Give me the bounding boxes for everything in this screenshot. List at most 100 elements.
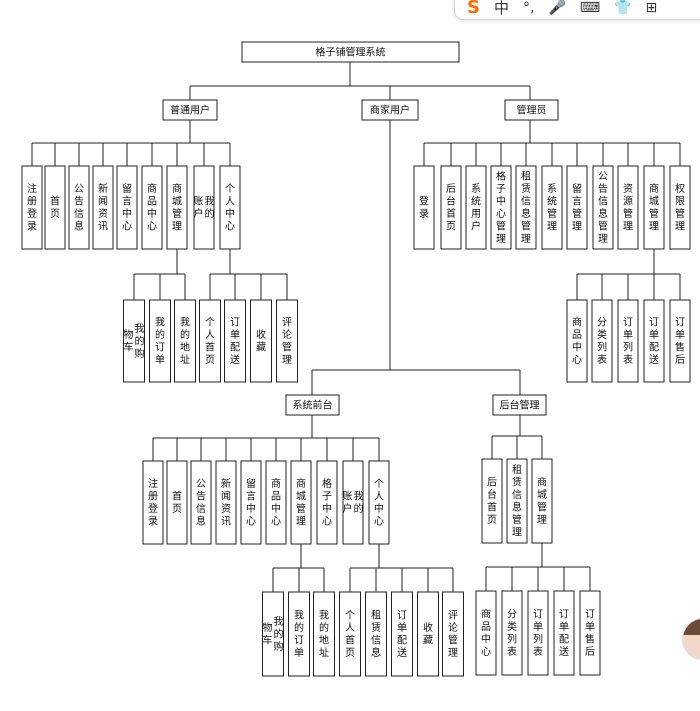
front-personal-2-label: 订单配送 (397, 610, 407, 660)
admin-module-7-label: 公告信息管理 (598, 172, 608, 246)
merchant-front-label: 系统前台 (293, 399, 333, 412)
user-mall-2: 我的地址 (174, 299, 196, 383)
front-module-2-label: 公告信息 (196, 479, 206, 528)
user-module-4-label: 留言中心 (122, 182, 132, 233)
admin-module-9-label: 商城管理 (649, 182, 659, 233)
front-module-3: 新闻资讯 (215, 460, 237, 545)
root-node: 格子铺管理系统 (241, 41, 460, 63)
front-mall-1: 我的订单 (288, 591, 310, 677)
user-module-8-label: 个人中心 (225, 183, 235, 233)
front-personal-0-label: 个人首页 (345, 610, 355, 660)
front-mall-0-label: 我的购物车 (263, 616, 284, 653)
merchant-back: 后台管理 (492, 394, 547, 416)
front-module-0-label: 注册登录 (148, 477, 158, 528)
user-mall-1: 我的订单 (149, 299, 171, 383)
back-module-2-label: 商城管理 (537, 476, 547, 527)
back-mall-4: 订单售后 (579, 590, 601, 676)
user-personal-3: 评论管理 (276, 299, 298, 383)
ime-toolbar: S 中 °, 🎤 ⌨ 👕 ⊞ (454, 0, 700, 20)
admin-module-8: 资源管理 (617, 165, 639, 250)
user-module-5-label: 商品中心 (147, 182, 157, 233)
microphone-icon[interactable]: 🎤 (548, 0, 566, 16)
front-module-7-label: 格子中心 (322, 477, 332, 528)
back-mall-1: 分类列表 (501, 590, 523, 676)
role-user-label: 普通用户 (170, 104, 210, 117)
admin-module-4-label: 租赁信息管理 (521, 170, 531, 246)
admin-module-2: 系统用户 (465, 165, 487, 250)
user-module-7: 我的账户 (193, 165, 215, 250)
punctuation-icon[interactable]: °, (522, 0, 535, 16)
user-personal-2: 收藏 (250, 299, 272, 383)
front-module-1-label: 首页 (172, 490, 182, 516)
role-admin: 管理员 (504, 99, 559, 121)
admin-mall-0-label: 商品中心 (572, 316, 582, 367)
user-module-4: 留言中心 (116, 165, 138, 250)
front-mall-1-label: 我的订单 (294, 610, 304, 660)
user-mall-1-label: 我的订单 (155, 317, 165, 367)
front-module-1: 首页 (166, 460, 188, 545)
front-mall-2-label: 我的地址 (319, 610, 329, 660)
admin-module-8-label: 资源管理 (623, 183, 633, 233)
front-module-3-label: 新闻资讯 (221, 477, 231, 528)
user-module-0: 注册登录 (21, 165, 43, 250)
user-mall-0: 我的购物车 (123, 299, 145, 383)
user-module-3-label: 新闻资讯 (98, 182, 108, 233)
admin-module-2-label: 系统用户 (471, 183, 481, 233)
user-personal-1: 订单配送 (224, 299, 246, 383)
user-module-6: 商城管理 (166, 165, 188, 250)
front-module-5-label: 商品中心 (271, 477, 281, 528)
front-personal-1-label: 租赁信息 (371, 609, 381, 660)
back-mall-1-label: 分类列表 (507, 609, 517, 659)
front-module-6: 商城管理 (290, 460, 312, 545)
role-merchant-label: 商家用户 (370, 104, 410, 117)
front-module-8: 我的账户 (342, 460, 364, 545)
front-module-9: 个人中心 (368, 460, 390, 545)
front-module-4: 留言中心 (240, 460, 262, 545)
front-module-0: 注册登录 (142, 460, 164, 545)
front-module-6-label: 商城管理 (296, 477, 306, 528)
front-module-9-label: 个人中心 (374, 478, 384, 528)
back-module-0: 后台首页 (481, 458, 503, 544)
keyboard-icon[interactable]: ⌨ (579, 0, 601, 16)
front-personal-3-label: 收藏 (423, 621, 433, 647)
avatar[interactable] (682, 618, 700, 660)
front-personal-2: 订单配送 (391, 591, 413, 677)
admin-module-0: 登录 (413, 165, 435, 250)
user-module-8: 个人中心 (219, 165, 241, 250)
merchant-back-label: 后台管理 (500, 399, 540, 412)
admin-mall-3-label: 订单配送 (649, 317, 659, 367)
admin-mall-4-label: 订单售后 (675, 317, 685, 367)
admin-module-0-label: 登录 (419, 195, 429, 221)
admin-module-3: 格子中心管理 (490, 165, 512, 250)
admin-module-6: 留言管理 (566, 165, 588, 250)
back-mall-3: 订单配送 (553, 590, 575, 676)
role-user: 普通用户 (162, 99, 218, 121)
merchant-front: 系统前台 (285, 394, 340, 416)
user-module-2: 公告信息 (68, 165, 90, 250)
skin-icon[interactable]: 👕 (614, 0, 632, 16)
back-mall-2-label: 订单列表 (533, 609, 543, 659)
admin-mall-2: 订单列表 (617, 299, 639, 383)
front-module-2: 公告信息 (190, 460, 212, 545)
back-module-0-label: 后台首页 (487, 477, 497, 527)
role-admin-label: 管理员 (517, 104, 547, 117)
user-module-2-label: 公告信息 (74, 184, 84, 233)
back-module-2: 商城管理 (531, 458, 553, 544)
back-mall-0: 商品中心 (475, 590, 497, 676)
admin-mall-1-label: 分类列表 (597, 317, 607, 367)
user-personal-0: 个人首页 (199, 299, 221, 383)
admin-module-1-label: 后台首页 (446, 183, 456, 233)
admin-module-6-label: 留言管理 (572, 182, 582, 233)
front-personal-4-label: 评论管理 (448, 610, 458, 660)
front-personal-0: 个人首页 (339, 591, 361, 677)
ime-logo[interactable]: S (467, 0, 480, 18)
user-personal-2-label: 收藏 (256, 328, 266, 354)
user-module-6-label: 商城管理 (172, 182, 182, 233)
admin-mall-1: 分类列表 (591, 299, 613, 383)
front-mall-2: 我的地址 (313, 591, 335, 677)
user-module-1-label: 首页 (50, 195, 60, 221)
ime-language-toggle[interactable]: 中 (493, 0, 509, 17)
user-module-1: 首页 (44, 165, 66, 250)
apps-icon[interactable]: ⊞ (645, 0, 658, 16)
